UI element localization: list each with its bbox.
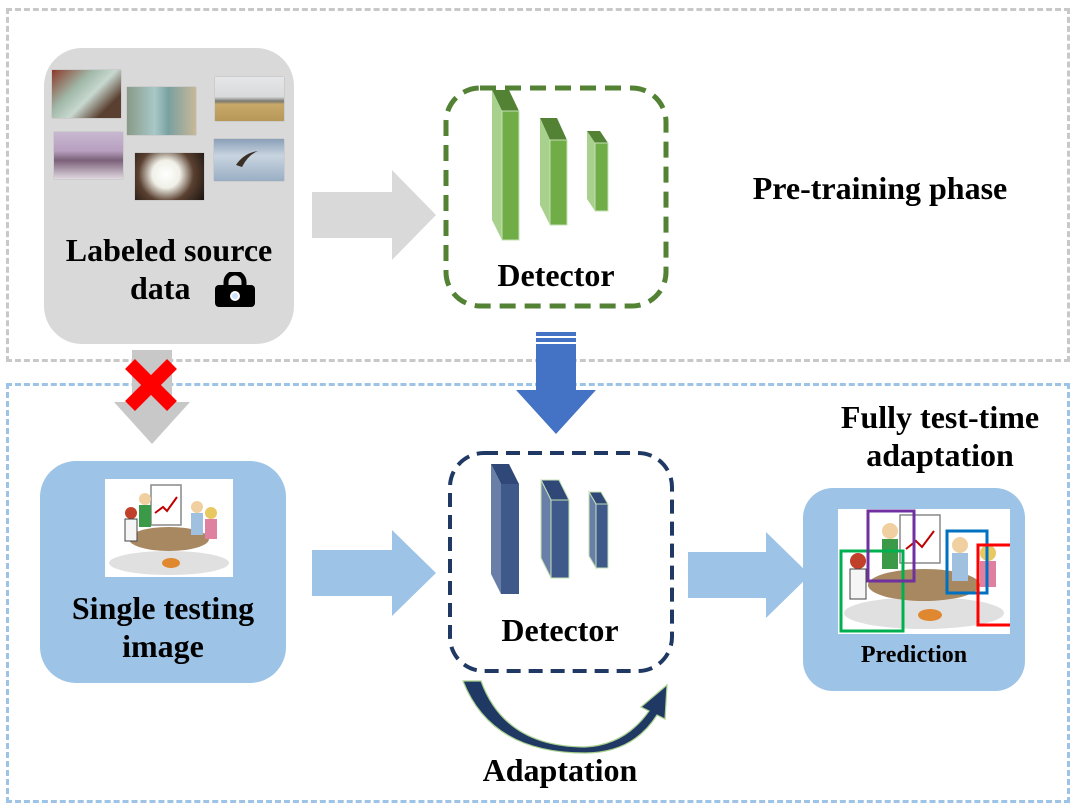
prediction-label: Prediction [860,642,968,668]
testing-image-scene [105,479,233,577]
thumbnail-cockatoo [135,153,204,200]
adaptation-loop-arrow [462,680,668,754]
thumbnail-bird [214,139,284,181]
arrow-source-to-detector [312,170,436,260]
thumbnail-succulent [52,70,121,118]
adapted-detector-label: Detector [501,612,619,648]
bbox-person-right [945,529,989,595]
adapted-detector-box [448,451,674,673]
pretrain-detector-label: Detector [497,257,615,293]
detector-layers-green [492,90,609,241]
pretraining-phase-label: Pre-training phase [752,170,1008,206]
source-label-line2: data [130,270,191,306]
blocked-cross-icon [125,359,177,411]
meeting-cartoon [109,484,229,575]
arrow-detector-to-prediction [688,532,810,618]
bbox-person-presenter [866,509,916,583]
fully-tta-label-line1: Fully test-time [840,399,1040,435]
labeled-source-data-box: Labeled source data [44,48,294,344]
bird-silhouette [236,151,258,167]
thumbnail-jars [127,87,196,135]
bbox-person-far-right [976,543,1010,627]
single-testing-image-box: Single testing image [40,461,286,683]
prediction-box: Prediction [803,488,1025,691]
arrow-source-to-test-blocked [114,350,190,444]
adaptation-label: Adaptation [482,752,638,788]
pretrain-detector-box [443,85,669,309]
testing-label-line1: Single testing [71,590,255,626]
detector-layers-blue [491,464,609,594]
fully-tta-label-line2: adaptation [866,437,1014,473]
arrow-pretrained-to-adapt [516,332,596,434]
source-label-line1: Labeled source [65,232,273,268]
prediction-scene [838,509,1010,634]
thumbnail-sofa [54,132,123,179]
meeting-cartoon-annotated [839,509,1010,633]
arrow-test-to-detector [312,530,436,616]
lock-icon [215,272,255,307]
testing-label-line2: image [122,628,204,664]
bbox-person-left [839,549,905,633]
thumbnail-jet [215,77,284,121]
